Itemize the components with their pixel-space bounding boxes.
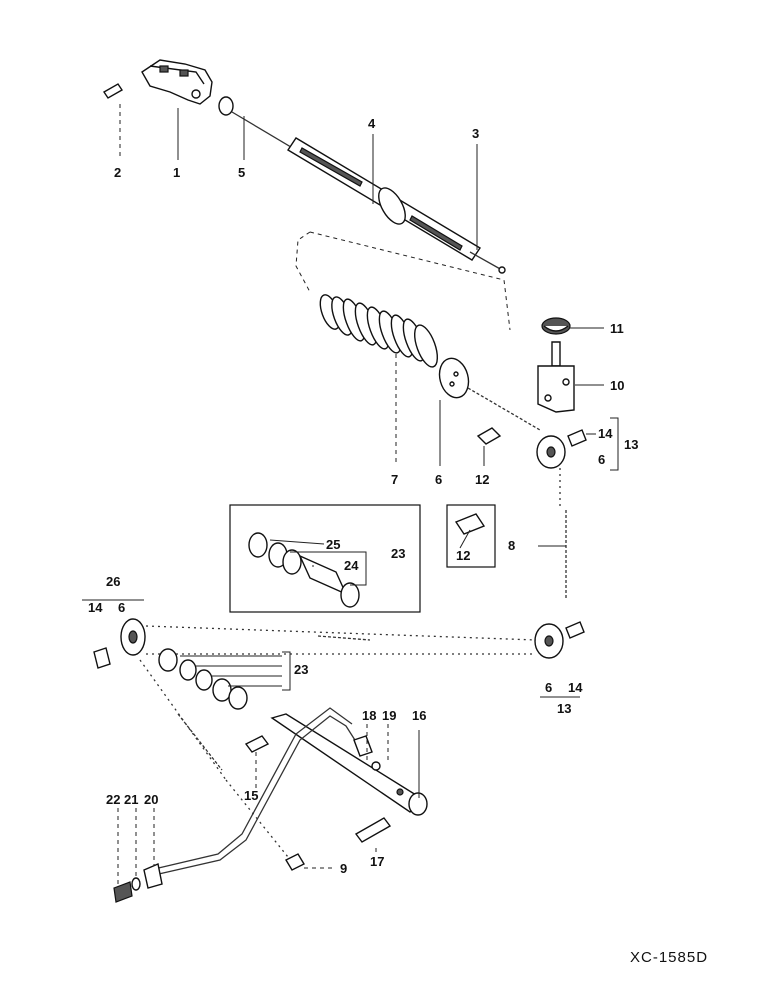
callout-12-box: 12 <box>456 548 470 563</box>
callout-5: 5 <box>238 165 245 180</box>
callout-13-lower: 13 <box>557 701 571 716</box>
callout-3: 3 <box>472 126 479 141</box>
part-17-pin <box>354 817 392 843</box>
callout-19: 19 <box>382 708 396 723</box>
callout-6-upper-right: 6 <box>598 452 605 467</box>
part-3-shaft <box>469 251 506 274</box>
part-23-rings <box>158 648 248 710</box>
callout-7: 7 <box>391 472 398 487</box>
callout-10: 10 <box>610 378 624 393</box>
callout-26: 26 <box>106 574 120 589</box>
part-10-clevis <box>537 341 575 413</box>
hose <box>149 707 373 877</box>
part-1-bracket <box>141 59 213 105</box>
callout-11: 11 <box>610 321 624 336</box>
part-12-pin <box>476 427 502 445</box>
callout-25: 25 <box>326 537 340 552</box>
callout-12: 12 <box>475 472 489 487</box>
part-13-pulley-upper <box>536 429 587 469</box>
part-11-cap <box>541 317 571 335</box>
callout-14-upper: 14 <box>598 426 613 441</box>
callout-23-lower: 23 <box>294 662 308 677</box>
part-9-link <box>285 853 305 871</box>
part-16-cylinder <box>270 713 428 816</box>
callout-2: 2 <box>114 165 121 180</box>
part-2-pin <box>103 83 123 99</box>
callout-24: 24 <box>344 558 359 573</box>
part-7-spring <box>295 231 511 368</box>
drawing-code: XC-1585D <box>630 949 708 966</box>
inset-box-23 <box>229 504 421 613</box>
callout-16: 16 <box>412 708 426 723</box>
callout-14-lower-right: 14 <box>568 680 583 695</box>
callouts: 2 1 5 4 3 11 10 14 13 6 7 6 12 25 23 24 … <box>88 116 638 876</box>
inset-box-12 <box>446 504 496 568</box>
callout-8: 8 <box>508 538 515 553</box>
callout-20: 20 <box>144 792 158 807</box>
part-8-chain <box>559 468 567 600</box>
callout-1: 1 <box>173 165 180 180</box>
part-4-tube <box>287 137 481 261</box>
part-15-pin <box>244 735 270 753</box>
fittings-20-22 <box>113 863 163 903</box>
callout-22: 22 <box>106 792 120 807</box>
callout-17: 17 <box>370 854 384 869</box>
part-26-pulley-left <box>93 618 146 669</box>
part-13-pulley-lower <box>534 621 585 659</box>
leader-lines <box>82 104 619 888</box>
callout-6-left: 6 <box>118 600 125 615</box>
part-6-disc <box>438 357 470 399</box>
chain-upper <box>467 387 541 431</box>
callout-4: 4 <box>368 116 376 131</box>
callout-9: 9 <box>340 861 347 876</box>
callout-14-left: 14 <box>88 600 103 615</box>
callout-15: 15 <box>244 788 258 803</box>
callout-13-upper: 13 <box>624 437 638 452</box>
chain-lower <box>139 625 537 863</box>
callout-18: 18 <box>362 708 376 723</box>
callout-6-lower-right: 6 <box>545 680 552 695</box>
callout-21: 21 <box>124 792 138 807</box>
callout-6: 6 <box>435 472 442 487</box>
callout-23-box: 23 <box>391 546 405 561</box>
